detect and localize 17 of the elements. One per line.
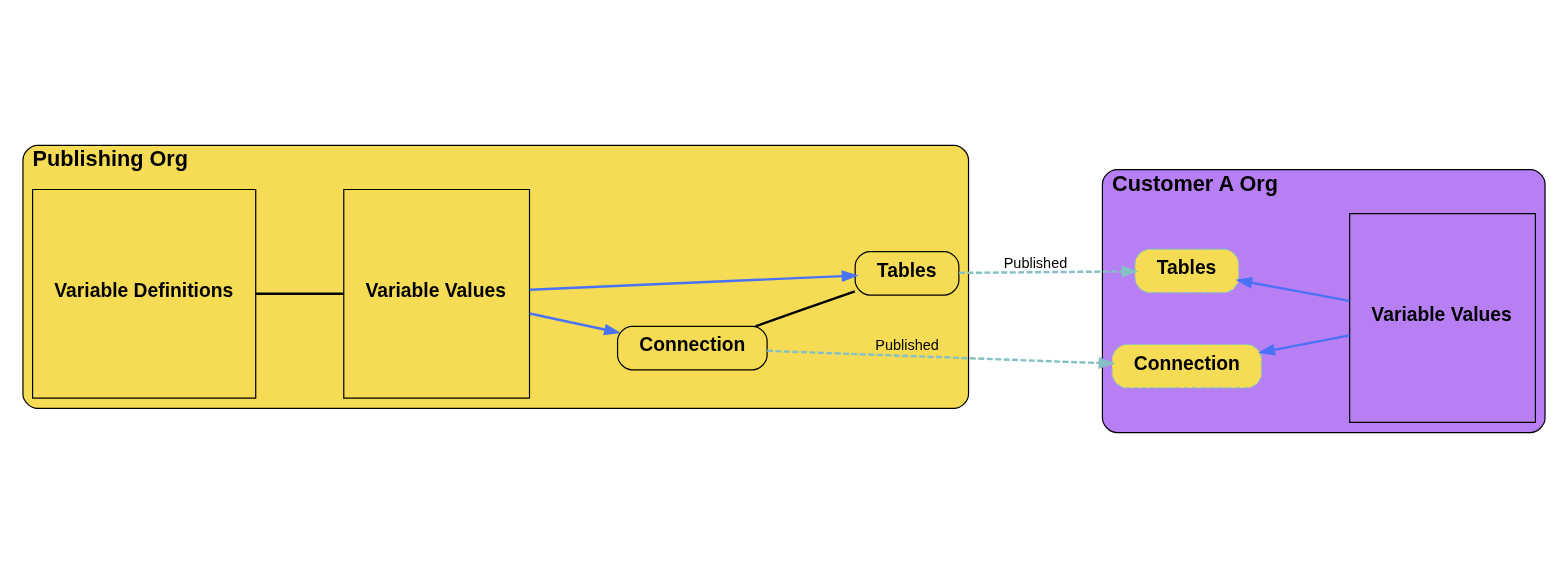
arrow bbox=[529, 312, 622, 336]
node-box: Connection bbox=[616, 325, 768, 371]
arrow bbox=[1258, 334, 1350, 356]
node-box: Tables bbox=[1134, 248, 1240, 294]
edge-label: Published bbox=[875, 337, 939, 354]
edge-label: Published bbox=[1003, 255, 1068, 272]
connector bbox=[255, 292, 344, 296]
node-box: Connection bbox=[1111, 343, 1263, 389]
arrow bbox=[767, 349, 1116, 369]
node-box: Tables bbox=[854, 251, 960, 296]
node-box: Variable Values bbox=[1349, 213, 1536, 423]
node-box: Variable Values bbox=[343, 188, 531, 399]
arrow bbox=[1235, 276, 1350, 303]
arrow bbox=[529, 270, 859, 291]
node-box: Variable Definitions bbox=[32, 188, 257, 399]
connector bbox=[755, 290, 856, 328]
arrow bbox=[959, 265, 1139, 278]
